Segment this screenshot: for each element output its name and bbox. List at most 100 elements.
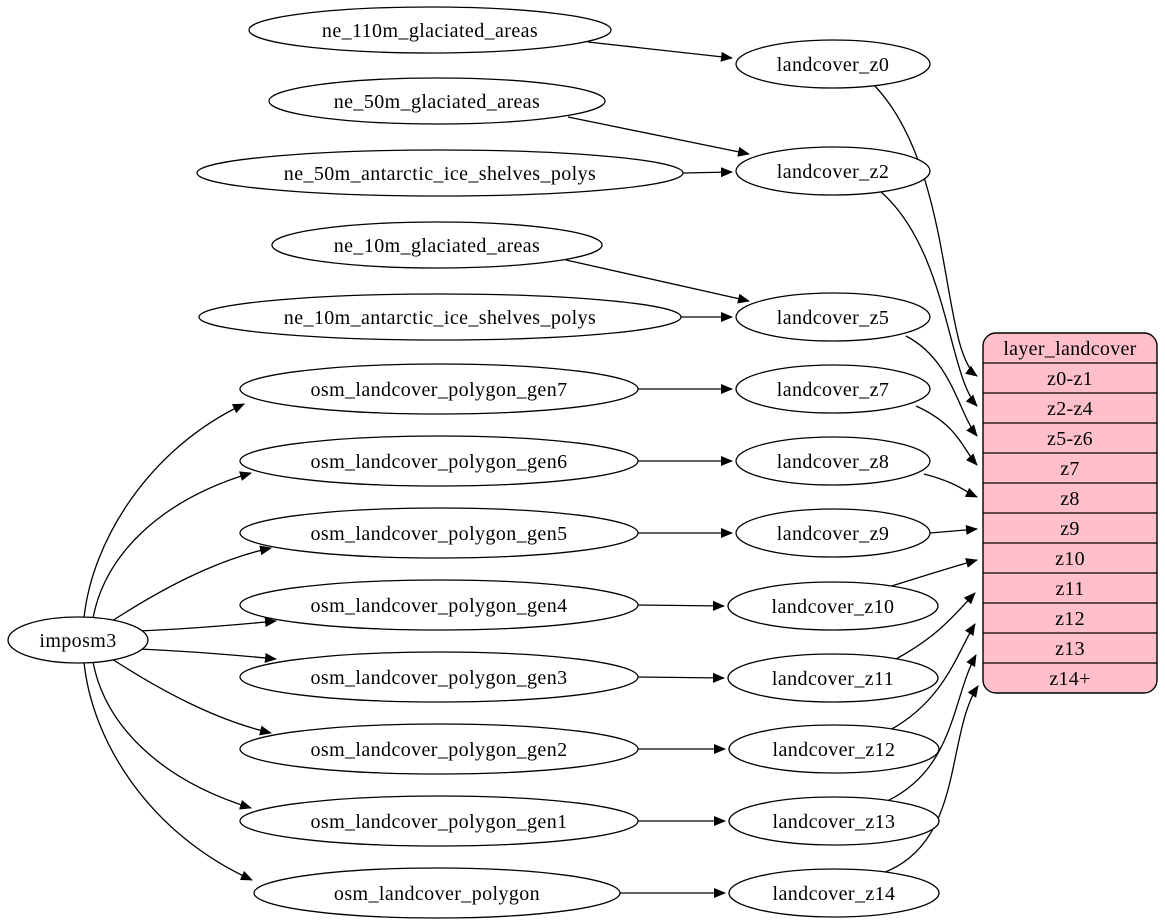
node-ne-50m-glaciated-areas-label: ne_50m_glaciated_areas — [334, 91, 541, 113]
node-ne-10m-glaciated-areas-label: ne_10m_glaciated_areas — [334, 235, 541, 257]
edge-imposm3-polygon — [83, 661, 253, 881]
node-landcover-z0-label: landcover_z0 — [777, 54, 890, 76]
edge-z14-row — [879, 685, 979, 875]
node-landcover-z11-shape — [727, 653, 939, 703]
node-osm-landcover-polygon-gen4-shape — [239, 579, 639, 631]
node-osm-landcover-polygon-gen1-label: osm_landcover_polygon_gen1 — [310, 811, 567, 833]
node-landcover-z2-shape — [735, 146, 931, 196]
edge-z10-row — [881, 558, 978, 590]
node-osm-landcover-polygon-gen1: osm_landcover_polygon_gen1 — [239, 795, 639, 847]
node-imposm3-shape — [7, 616, 149, 664]
node-landcover-z12-label: landcover_z12 — [773, 739, 896, 761]
layer-landcover-row-z12: z12 — [1055, 608, 1085, 630]
node-landcover-z7-label: landcover_z7 — [777, 379, 890, 401]
node-landcover-z5-shape — [735, 292, 931, 342]
node-landcover-z13-shape — [728, 796, 940, 846]
edge-z8-row — [923, 473, 978, 498]
edges-source-to-stage — [565, 41, 750, 898]
layer-landcover-table-title: layer_landcover — [1003, 338, 1136, 360]
node-osm-landcover-polygon-gen5-shape — [239, 507, 639, 559]
node-landcover-z8-label: landcover_z8 — [777, 451, 890, 473]
node-ne-110m-glaciated-areas-shape — [248, 6, 612, 54]
edge-z2-row — [879, 190, 978, 407]
node-landcover-z14-label: landcover_z14 — [773, 883, 896, 905]
layer-landcover-row-z13: z13 — [1055, 638, 1085, 660]
node-osm-landcover-polygon-gen3-shape — [239, 651, 639, 703]
edge-z7-row — [915, 405, 978, 466]
node-landcover-z2: landcover_z2 — [735, 146, 931, 196]
node-landcover-z2-label: landcover_z2 — [777, 161, 890, 183]
node-ne-10m-glaciated-areas: ne_10m_glaciated_areas — [271, 221, 603, 269]
edge-imposm3-gen6 — [92, 471, 252, 619]
node-landcover-z10-shape — [727, 581, 939, 631]
node-osm-landcover-polygon-gen3: osm_landcover_polygon_gen3 — [239, 651, 639, 703]
layer-landcover-row-z5-z6: z5-z6 — [1047, 428, 1093, 450]
node-osm-landcover-polygon-gen4: osm_landcover_polygon_gen4 — [239, 579, 639, 631]
edge-ne10m-glaciated-z5 — [565, 259, 750, 304]
edge-imposm3-gen2 — [111, 658, 272, 736]
layer-landcover-row-z10: z10 — [1055, 548, 1085, 570]
node-imposm3-label: imposm3 — [39, 630, 116, 652]
node-ne-50m-antarctic-ice-shelves-polys: ne_50m_antarctic_ice_shelves_polys — [196, 149, 684, 197]
node-osm-landcover-polygon-gen2: osm_landcover_polygon_gen2 — [239, 723, 639, 775]
node-landcover-z9-shape — [735, 508, 931, 558]
node-landcover-z12-shape — [728, 724, 940, 774]
node-osm-landcover-polygon-gen6: osm_landcover_polygon_gen6 — [239, 435, 639, 487]
node-osm-landcover-polygon-gen2-shape — [239, 723, 639, 775]
node-landcover-z14-shape — [728, 868, 940, 918]
node-landcover-z0-shape — [735, 39, 931, 89]
node-ne-50m-antarctic-ice-shelves-polys-label: ne_50m_antarctic_ice_shelves_polys — [284, 163, 596, 185]
layer-landcover-row-z9: z9 — [1060, 518, 1079, 540]
layer-landcover-table: layer_landcover z0-z1 z2-z4 z5-z6 z7 z8 … — [982, 332, 1158, 694]
node-landcover-z8-shape — [735, 436, 931, 486]
node-osm-landcover-polygon-gen5-label: osm_landcover_polygon_gen5 — [310, 523, 567, 545]
node-ne-50m-glaciated-areas: ne_50m_glaciated_areas — [268, 77, 606, 125]
edge-imposm3-gen4 — [137, 617, 277, 632]
edge-z9-row — [929, 524, 978, 535]
node-ne-50m-antarctic-ice-shelves-polys-shape — [196, 149, 684, 197]
layer-landcover-row-z14plus: z14+ — [1049, 668, 1090, 690]
node-osm-landcover-polygon-gen3-label: osm_landcover_polygon_gen3 — [310, 667, 567, 689]
node-landcover-z7: landcover_z7 — [735, 364, 931, 414]
edge-z13-row — [884, 654, 977, 803]
node-ne-110m-glaciated-areas-label: ne_110m_glaciated_areas — [322, 20, 538, 42]
node-osm-landcover-polygon-gen6-shape — [239, 435, 639, 487]
node-landcover-z9: landcover_z9 — [735, 508, 931, 558]
edge-gen3-z11 — [637, 672, 725, 683]
edge-imposm3-gen5 — [111, 545, 272, 622]
edge-ne50m-antarctic-z2 — [682, 167, 733, 178]
node-landcover-z9-label: landcover_z9 — [777, 523, 890, 545]
node-landcover-z8: landcover_z8 — [735, 436, 931, 486]
node-landcover-z13-label: landcover_z13 — [773, 811, 896, 833]
layer-landcover-row-z8: z8 — [1060, 488, 1079, 510]
edge-ne110m-z0 — [587, 41, 733, 62]
node-landcover-z10-label: landcover_z10 — [772, 596, 895, 618]
edge-imposm3-gen1 — [92, 661, 252, 810]
node-landcover-z10: landcover_z10 — [727, 581, 939, 631]
node-ne-110m-glaciated-areas: ne_110m_glaciated_areas — [248, 6, 612, 54]
edge-z11-row — [895, 592, 976, 660]
node-landcover-z5: landcover_z5 — [735, 292, 931, 342]
node-osm-landcover-polygon-label: osm_landcover_polygon — [334, 883, 540, 905]
edge-ne50m-glaciated-z2 — [567, 116, 750, 157]
layer-landcover-row-z2-z4: z2-z4 — [1047, 398, 1093, 420]
node-landcover-z14: landcover_z14 — [728, 868, 940, 918]
edge-z0-row — [873, 84, 978, 377]
node-osm-landcover-polygon-gen6-label: osm_landcover_polygon_gen6 — [310, 451, 567, 473]
node-osm-landcover-polygon-gen2-label: osm_landcover_polygon_gen2 — [310, 739, 567, 761]
node-ne-50m-glaciated-areas-shape — [268, 77, 606, 125]
edge-gen4-z10 — [637, 600, 725, 611]
layer-landcover-row-z11: z11 — [1055, 578, 1084, 600]
layer-landcover-row-z7: z7 — [1060, 458, 1079, 480]
node-landcover-z7-shape — [735, 364, 931, 414]
layer-landcover-row-z0-z1: z0-z1 — [1047, 368, 1093, 390]
node-ne-10m-antarctic-ice-shelves-polys-label: ne_10m_antarctic_ice_shelves_polys — [284, 307, 596, 329]
node-osm-landcover-polygon-gen7: osm_landcover_polygon_gen7 — [239, 363, 639, 415]
node-osm-landcover-polygon-gen7-label: osm_landcover_polygon_gen7 — [310, 379, 567, 401]
node-landcover-z11-label: landcover_z11 — [772, 668, 894, 690]
edge-imposm3-gen7 — [83, 403, 245, 619]
node-ne-10m-glaciated-areas-shape — [271, 221, 603, 269]
node-osm-landcover-polygon-gen7-shape — [239, 363, 639, 415]
node-ne-10m-antarctic-ice-shelves-polys-shape — [198, 293, 682, 341]
node-landcover-z12: landcover_z12 — [728, 724, 940, 774]
